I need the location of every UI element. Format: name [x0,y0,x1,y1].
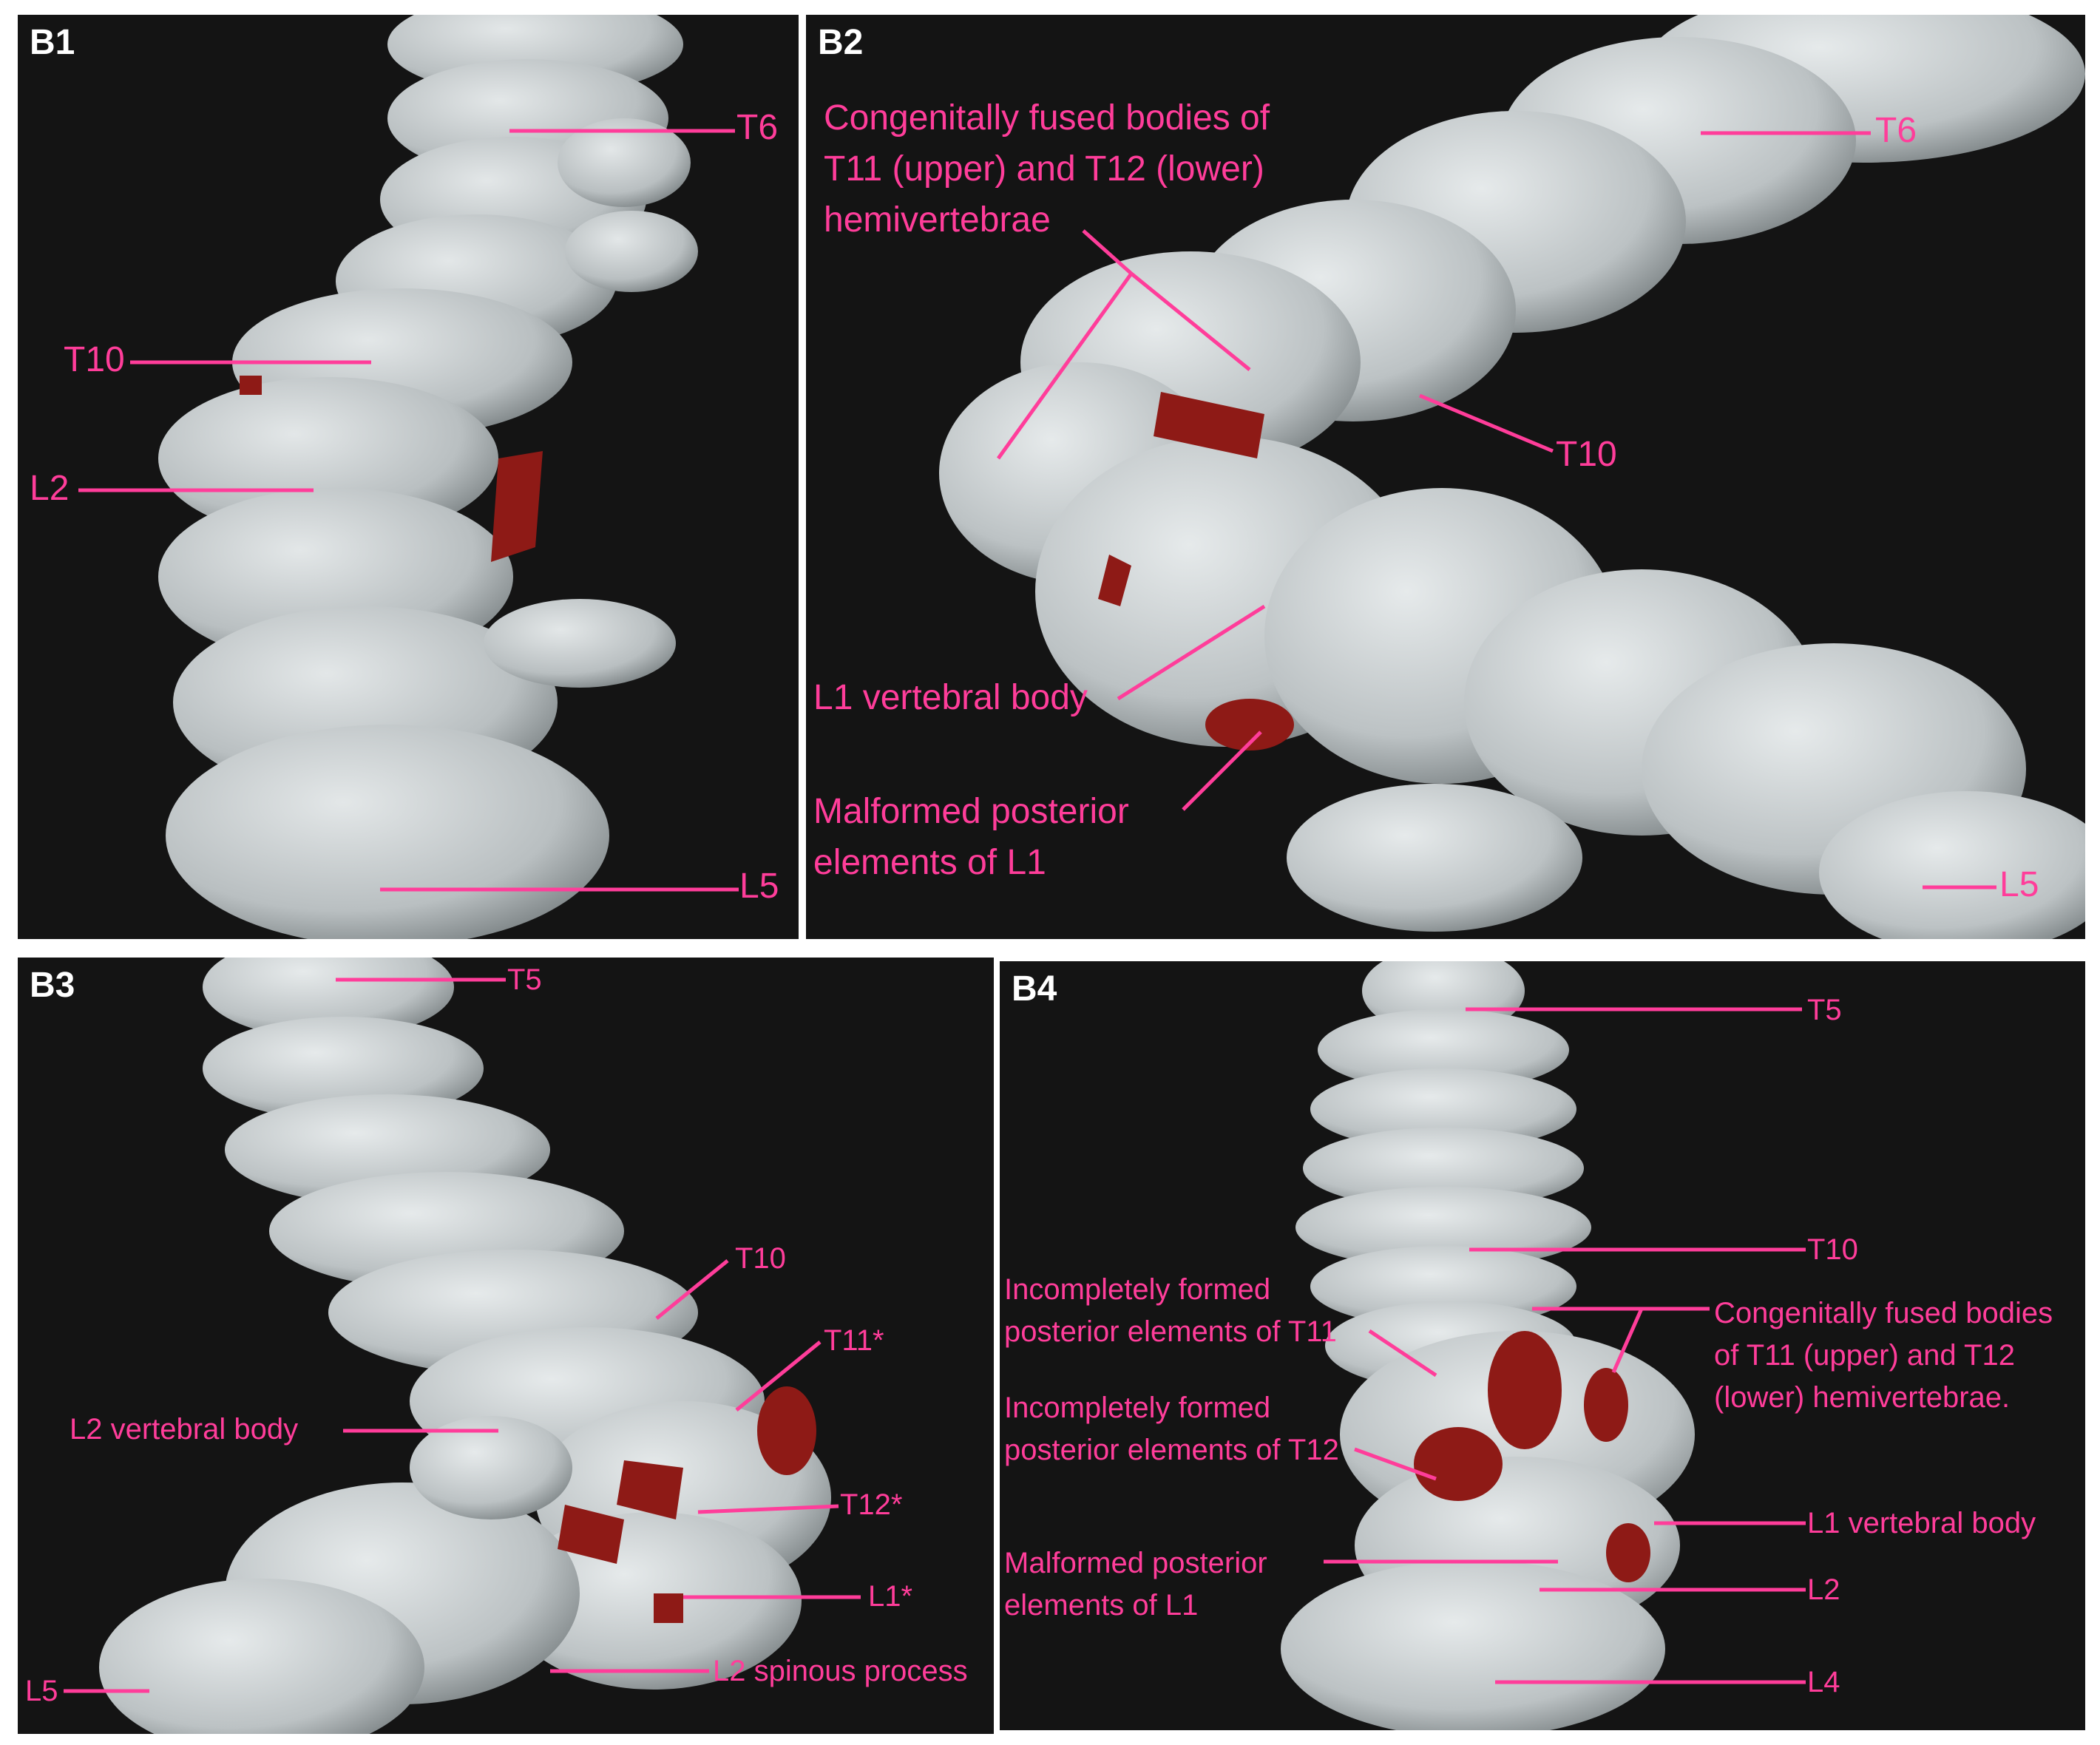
label-l4: L4 [1807,1666,1840,1698]
label-l2: L2 [1807,1573,1840,1606]
label-l5: L5 [25,1675,58,1707]
spine-photo-b1 [158,15,698,939]
panel-tag: B2 [818,23,864,62]
label-t5: T5 [507,963,542,996]
panel-tag: B4 [1012,969,1057,1009]
label-malformed-posterior-l1: Malformed posterior elements of L1 [813,792,1129,883]
label-fused-t11-t12: Congenitally fused bodies of T11 (upper)… [1714,1297,2053,1414]
panel-tag: B3 [30,966,75,1005]
panel-b2: B2 Congenitally fused bodies of T11 (upp… [806,15,2085,939]
label-t10: T10 [735,1242,786,1275]
label-l2-vertebral-body: L2 vertebral body [70,1413,299,1446]
label-l1-vertebral-body: L1 vertebral body [1807,1507,2036,1539]
panel-b4: B4 T5 T10 Incompletely formed posterior … [1000,961,2085,1730]
panel-b1: B1 T6 T10 L2 L5 [18,15,799,939]
label-t5: T5 [1807,994,1842,1026]
label-t6: T6 [1875,111,1917,150]
label-l5: L5 [739,867,779,906]
label-t6: T6 [736,108,779,147]
label-l5: L5 [1999,865,2039,904]
label-l1-star: L1* [868,1580,913,1613]
label-fused-t11-t12: Congenitally fused bodies of T11 (upper)… [824,98,1270,240]
leader-lines-b2 [996,131,1996,890]
label-malformed-posterior-l1: Malformed posterior elements of L1 [1004,1547,1267,1622]
label-l2-spinous-process: L2 spinous process [713,1655,968,1687]
label-t12-star: T12* [840,1488,903,1521]
leader-lines-b1 [78,129,739,892]
panel-tag: B1 [30,23,75,62]
label-t10: T10 [64,340,125,379]
spine-photo-b3 [99,958,831,1734]
leader-lines-b3 [64,977,861,1693]
spine-photo-b4 [1281,961,1695,1730]
label-incomplete-posterior-t12: Incompletely formed posterior elements o… [1004,1392,1339,1466]
label-t11-star: T11* [824,1324,884,1357]
label-l2: L2 [30,469,70,508]
label-incomplete-posterior-t11: Incompletely formed posterior elements o… [1004,1273,1337,1348]
label-t10: T10 [1807,1233,1858,1266]
label-l1-vertebral-body: L1 vertebral body [813,678,1088,717]
panel-b3: B3 T5 T10 T11* L2 vertebral body T12* L1… [18,958,994,1734]
leader-lines-b4 [1324,1007,1806,1684]
label-t10: T10 [1556,435,1617,474]
